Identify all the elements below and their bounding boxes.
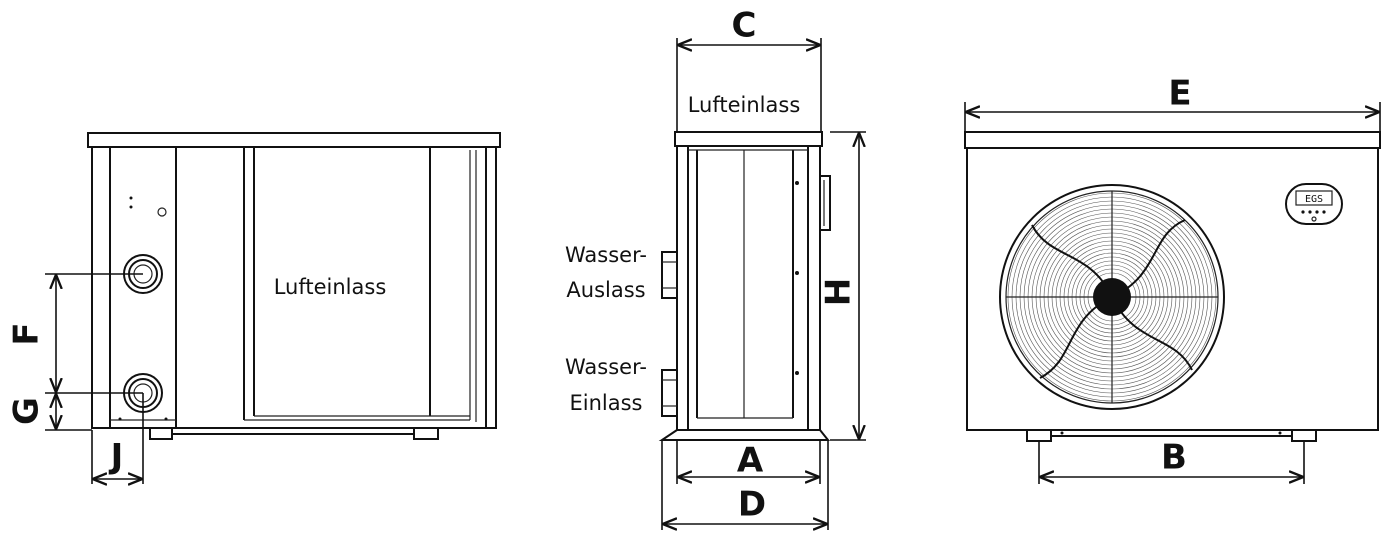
dim-d-label: D: [738, 485, 766, 525]
front-right-foot: [1291, 429, 1317, 442]
side-inlet-connector-icon: [661, 369, 678, 417]
left-air-inlet-label: Lufteinlass: [274, 275, 387, 299]
side-air-inlet-label: Lufteinlass: [688, 93, 801, 117]
screw-icon: [157, 207, 167, 217]
left-foot: [149, 427, 173, 440]
water-inlet-label-1: Wasser-: [565, 355, 647, 379]
right-foot: [413, 427, 439, 440]
dim-b-label: B: [1161, 438, 1187, 478]
dim-f-label: F: [7, 322, 47, 345]
dim-j-label: J: [109, 437, 124, 477]
side-handle: [820, 175, 831, 231]
left-view: F G J Lufteinlass: [7, 132, 501, 484]
dim-h-label: H: [819, 278, 859, 306]
power-button-icon: [1311, 216, 1317, 222]
side-view: C Lufteinlass Wasser- Au: [565, 6, 866, 531]
side-base: [658, 429, 831, 441]
left-top-lid: [87, 132, 501, 148]
water-outlet-label-2: Auslass: [566, 278, 645, 302]
fan-hub: [1093, 278, 1131, 316]
water-outlet-label-1: Wasser-: [565, 243, 647, 267]
side-outlet-connector-icon: [661, 251, 678, 299]
dim-c-label: C: [732, 6, 757, 46]
front-left-foot: [1026, 429, 1052, 442]
water-inlet-label-2: Einlass: [570, 391, 643, 415]
control-display-text: EGS: [1305, 194, 1323, 205]
fan-icon: [999, 184, 1225, 410]
dim-e-label: E: [1168, 74, 1191, 114]
control-panel: EGS: [1285, 183, 1343, 225]
front-body: [966, 147, 1379, 431]
left-body: [91, 146, 497, 429]
dim-a-label: A: [737, 441, 764, 481]
dim-g-label: G: [7, 397, 47, 425]
front-view: E EGS: [964, 74, 1381, 484]
